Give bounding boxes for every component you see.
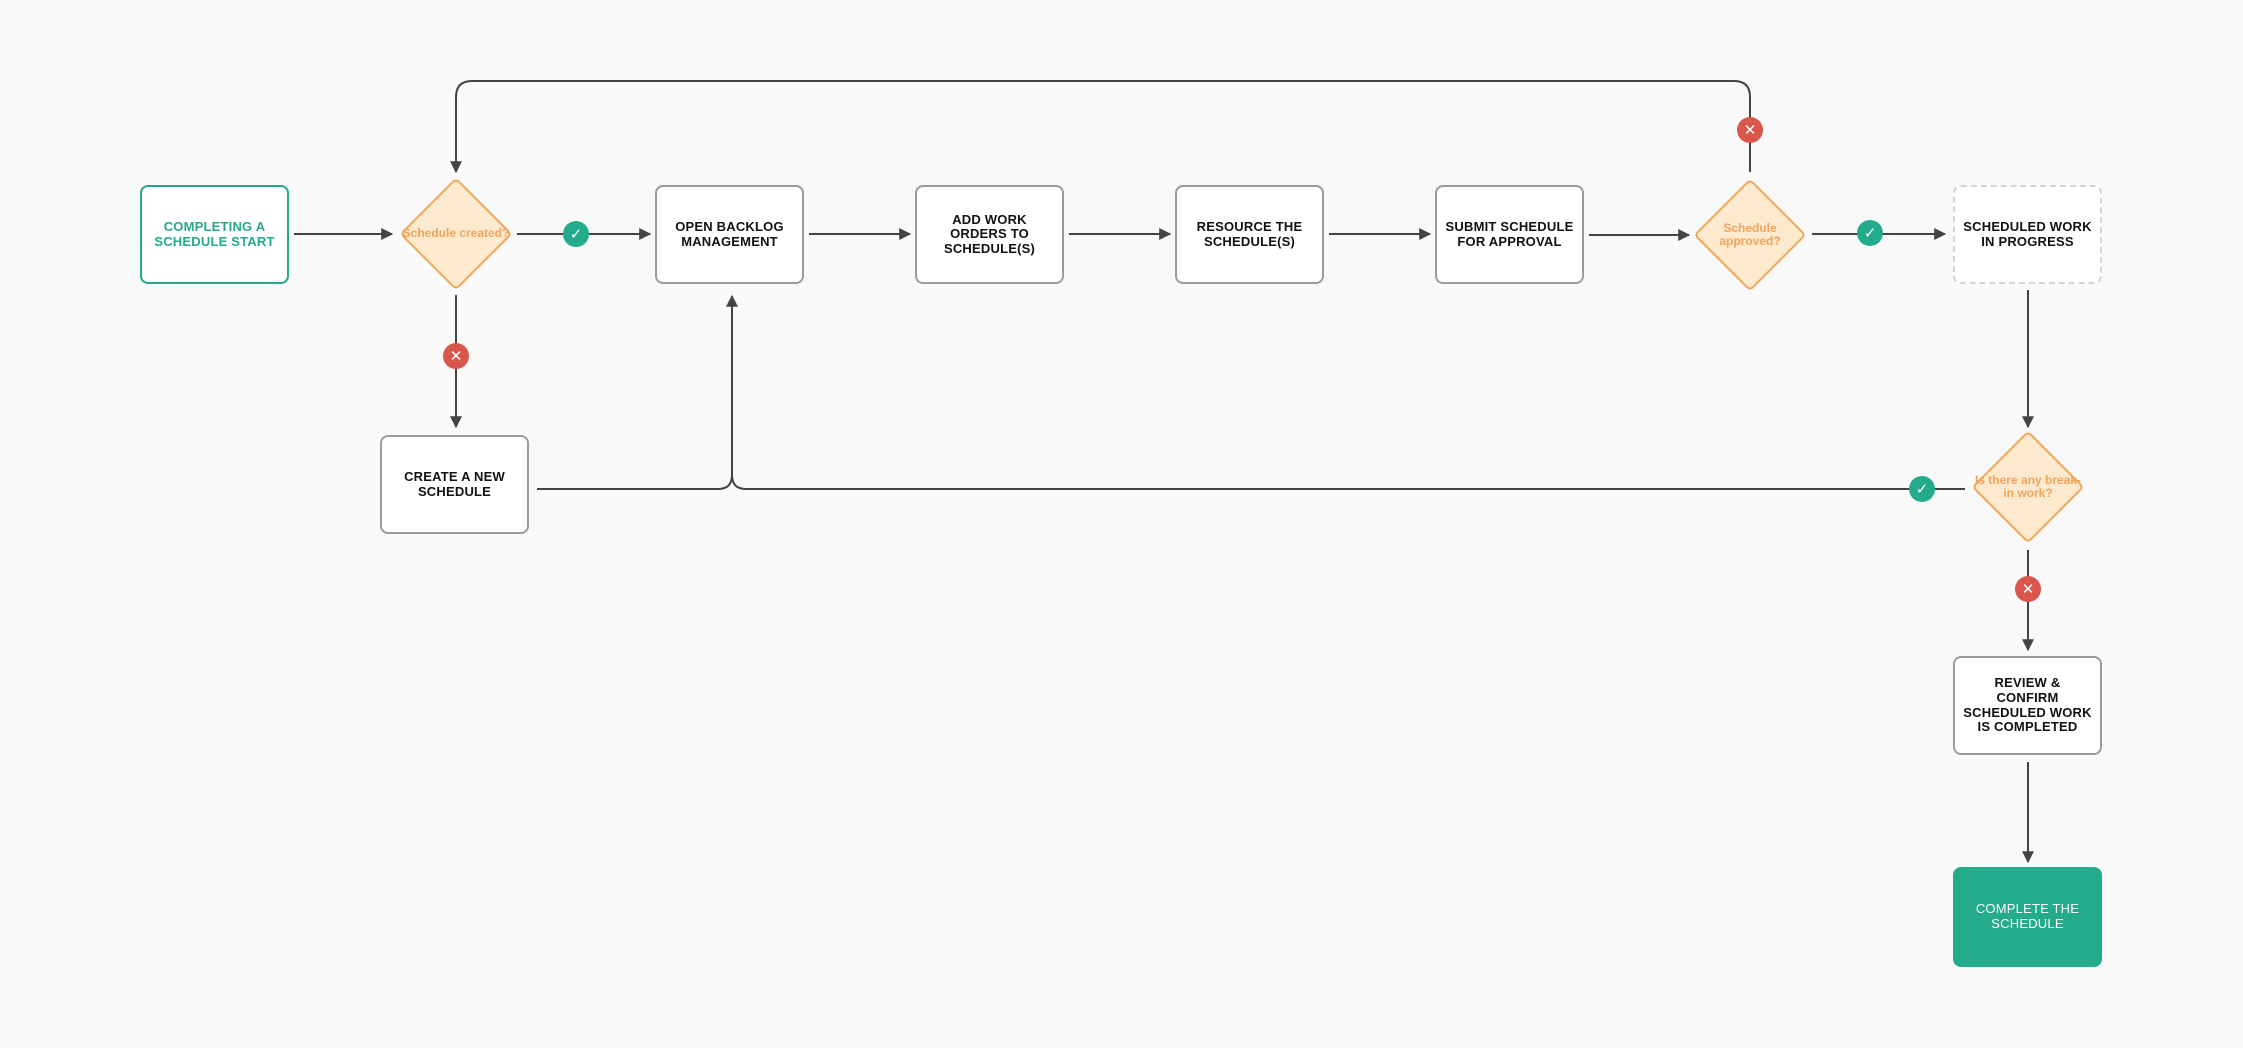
resource-schedule-node: RESOURCE THE SCHEDULE(S) — [1175, 185, 1324, 284]
edge-create-to-backlog — [537, 294, 738, 490]
check-icon: ✓ — [563, 221, 589, 247]
schedule-approved-label: Schedule approved? — [1719, 220, 1781, 248]
edge-breakin-yes-to-backlog — [731, 474, 1965, 490]
start-node: COMPLETING A SCHEDULE START — [140, 185, 289, 284]
break-in-work-label: Is there any break-in work? — [1974, 472, 2082, 500]
check-icon: ✓ — [1857, 220, 1883, 246]
close-icon: ✕ — [2015, 576, 2041, 602]
close-icon: ✕ — [1737, 117, 1763, 143]
schedule-created-label: Schedule created? — [402, 226, 510, 241]
check-icon: ✓ — [1909, 476, 1935, 502]
edge-approved-no-loop — [450, 80, 1751, 174]
create-new-schedule-node: CREATE A NEW SCHEDULE — [380, 435, 529, 534]
review-confirm-node: REVIEW & CONFIRM SCHEDULED WORK IS COMPL… — [1953, 656, 2102, 755]
complete-schedule-node: COMPLETE THE SCHEDULE — [1953, 867, 2102, 967]
submit-approval-node: SUBMIT SCHEDULE FOR APPROVAL — [1435, 185, 1584, 284]
scheduled-work-in-progress-node: SCHEDULED WORK IN PROGRESS — [1953, 185, 2102, 284]
open-backlog-node: OPEN BACKLOG MANAGEMENT — [655, 185, 804, 284]
close-icon: ✕ — [443, 343, 469, 369]
add-work-orders-node: ADD WORK ORDERS TO SCHEDULE(S) — [915, 185, 1064, 284]
